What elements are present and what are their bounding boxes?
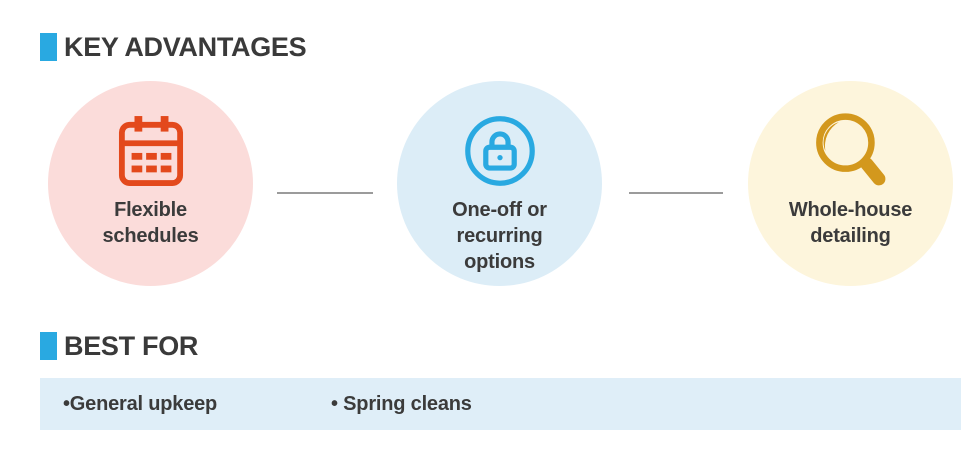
feature-circle-flexible-schedules: Flexible schedules (48, 81, 253, 286)
feature-circle-one-off-recurring: One-off or recurring options (397, 81, 602, 286)
key-advantages-heading: KEY ADVANTAGES (40, 32, 307, 62)
feature-label-whole-house: Whole-house detailing (788, 199, 913, 247)
calendar-icon (118, 111, 184, 191)
best-for-bar: •General upkeep • Spring cleans (40, 378, 961, 430)
connector-line (629, 192, 723, 194)
best-for-item-general-upkeep: •General upkeep (63, 392, 218, 415)
feature-circle-whole-house: Whole-house detailing (748, 81, 953, 286)
magnifier-icon (811, 111, 891, 191)
feature-label-flexible-schedules: Flexible schedules (102, 199, 199, 247)
connector-line (277, 192, 373, 194)
best-for-title: BEST FOR (64, 331, 199, 361)
accent-square-icon (40, 33, 57, 61)
key-advantages-title: KEY ADVANTAGES (64, 32, 307, 62)
lock-icon (464, 111, 536, 191)
accent-square-icon (40, 332, 57, 360)
best-for-item-spring-cleans: • Spring cleans (331, 392, 472, 415)
feature-label-one-off-recurring: One-off or recurring options (452, 199, 547, 273)
best-for-heading: BEST FOR (40, 332, 198, 360)
